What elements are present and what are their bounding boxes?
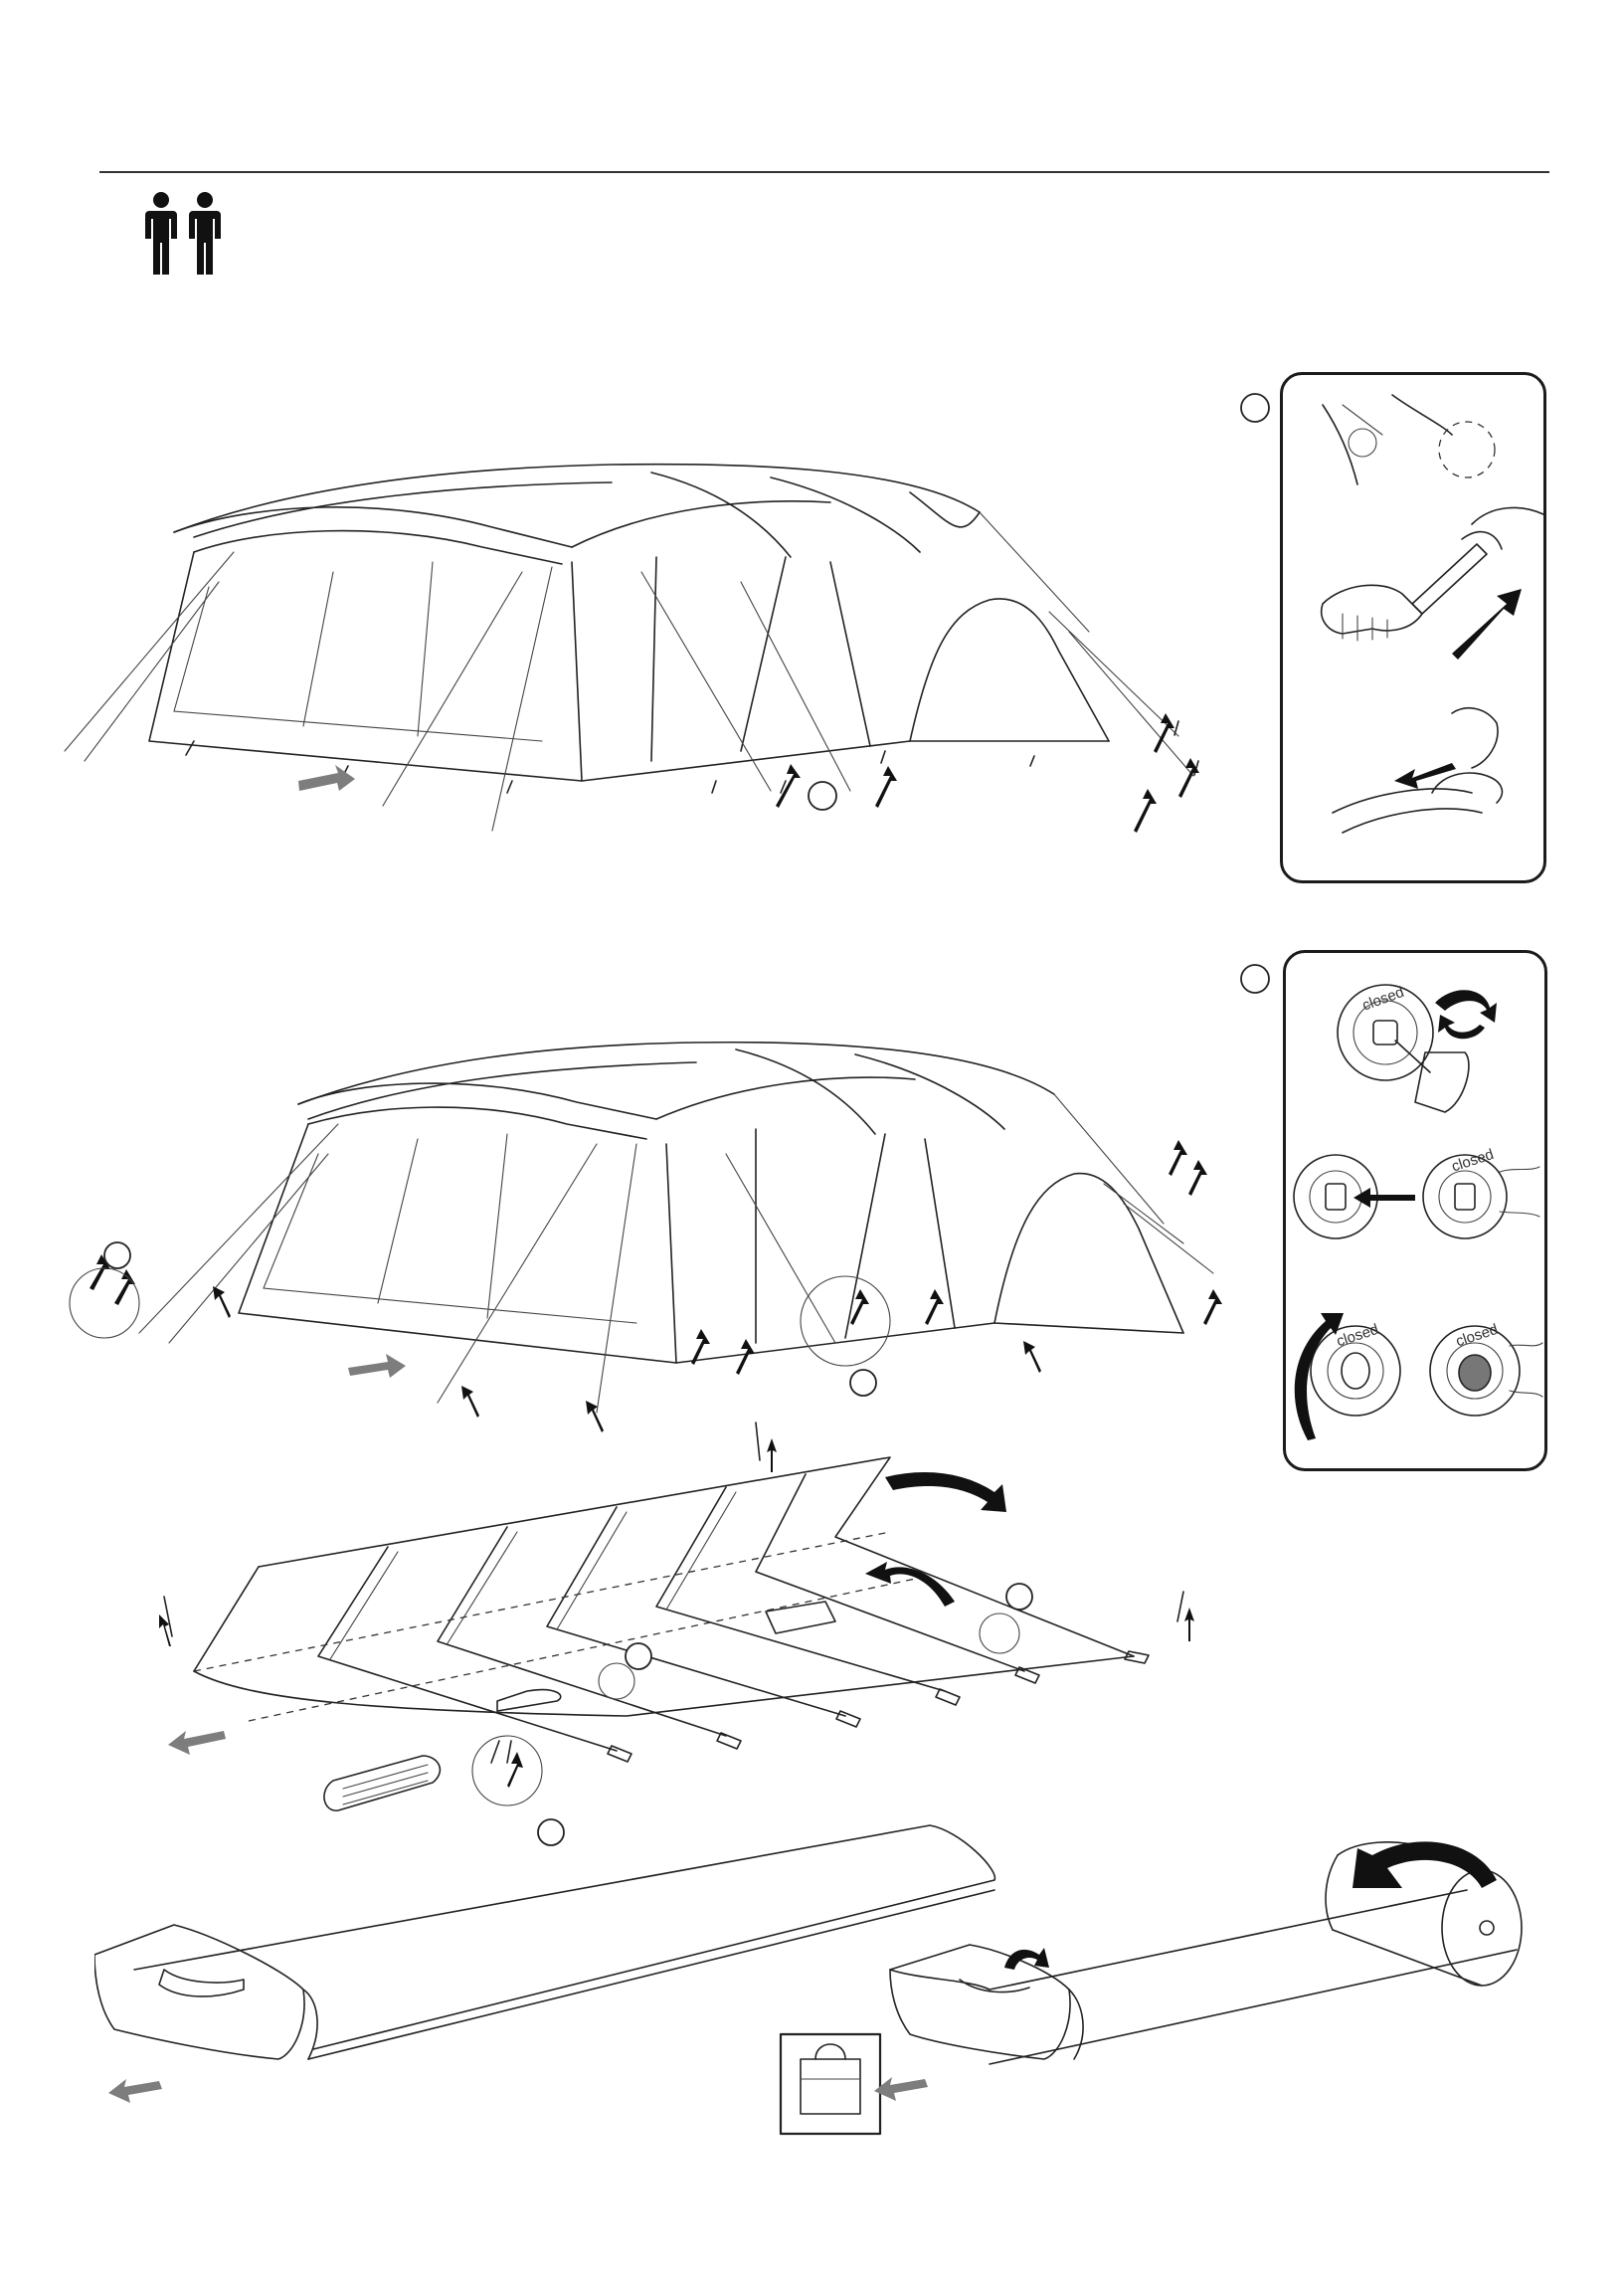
- tent-illustration-deflate: [60, 1025, 1233, 1442]
- valve-label-3: closed: [1335, 1321, 1380, 1351]
- valve-label-2: closed: [1450, 1146, 1496, 1176]
- top-rule: [99, 171, 1549, 173]
- detail-badge-1: [1238, 391, 1272, 425]
- valve-close-icon: [1295, 1313, 1542, 1440]
- detail-panel-valves: closed closed closed closed: [1283, 950, 1547, 1471]
- valve-insert-icon: [1294, 1155, 1539, 1238]
- tent-rolling-diagram: [94, 1810, 1566, 2169]
- tent-fold-diagram: [149, 1413, 1203, 1850]
- tent-illustration-pegged: [55, 453, 1228, 851]
- detail-panel-peg-removal: [1280, 372, 1546, 883]
- valve-label-4: closed: [1454, 1321, 1500, 1351]
- carry-bag-icon: [781, 2034, 880, 2134]
- detail-badge-2: [1238, 962, 1272, 996]
- two-persons-icon: [139, 191, 239, 277]
